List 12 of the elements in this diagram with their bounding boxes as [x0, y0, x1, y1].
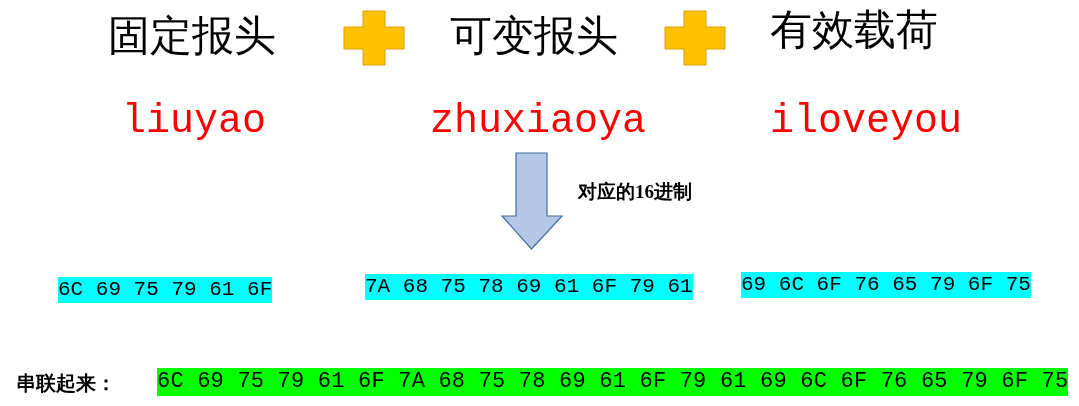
hex-bytes: 69 6C 6F 76 65 79 6F 75	[741, 272, 1031, 298]
ascii-word: zhuxiaoya	[430, 98, 647, 146]
heading-text: 固定报头	[108, 12, 276, 60]
conversion-note: 对应的16进制	[578, 180, 692, 204]
heading-text: 有效载荷	[770, 6, 938, 54]
ascii-word: liuyao	[122, 98, 267, 146]
hex-bytes: 7A 68 75 78 69 61 6F 79 61	[365, 274, 693, 300]
ascii-word: iloveyou	[770, 98, 963, 146]
heading-text: 可变报头	[450, 12, 618, 60]
hex-bytes: 6C 69 75 79 61 6F 7A 68 75 78 69 61 6F 79 61 69 6C 6F 76 65 79 6F 75	[157, 368, 1069, 396]
concatenation-label: 串联起来：	[16, 371, 116, 396]
hex-bytes: 6C 69 75 79 61 6F	[58, 277, 273, 303]
